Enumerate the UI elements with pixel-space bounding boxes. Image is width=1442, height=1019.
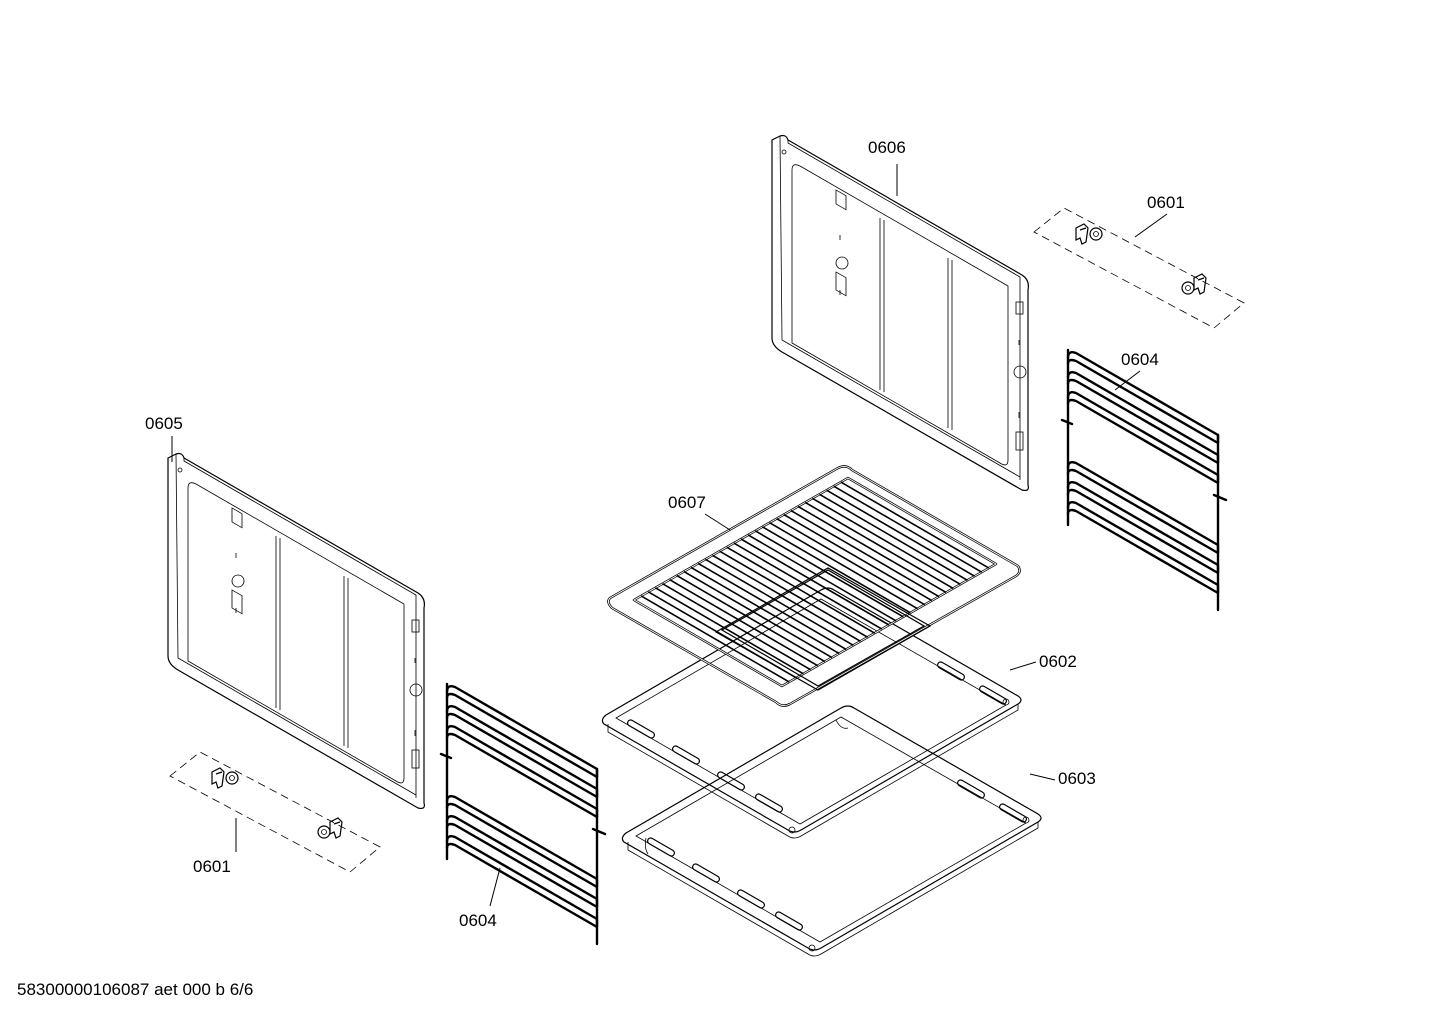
shelf-bar (747, 534, 897, 622)
baking-tray (601, 587, 1022, 839)
shelf-bar (769, 522, 918, 610)
shelf-bar (811, 497, 961, 586)
shelf-bar (690, 566, 840, 655)
label-clips-left: 0601 (193, 857, 231, 876)
rack-rails-right (1060, 348, 1228, 612)
shelf-bar (754, 530, 904, 618)
label-wire-shelf: 0607 (668, 493, 706, 512)
shelf-bar (804, 501, 954, 590)
document-footer: 58300000106087 aet 000 b 6/6 (17, 980, 254, 999)
shelf-bar (776, 517, 926, 606)
shelf-bar (726, 546, 876, 634)
shelf-bar (704, 558, 854, 647)
shelf-bar (654, 587, 804, 675)
label-baking-tray: 0602 (1039, 652, 1077, 671)
label-rack-rails-left: 0604 (459, 911, 497, 930)
clips-left (169, 751, 381, 873)
side-wall-right (771, 134, 1030, 492)
shelf-bar (797, 505, 947, 594)
shelf-bar (740, 538, 890, 626)
label-side-wall-left: 0605 (145, 414, 183, 433)
label-universal-pan: 0603 (1058, 769, 1096, 788)
shelf-bar (719, 550, 869, 638)
wire-shelf (607, 465, 1021, 707)
label-side-wall-right: 0606 (868, 138, 906, 157)
shelf-bar (833, 485, 983, 573)
callout-labels: 0606 0601 0604 0605 0607 0602 0603 0601 … (145, 138, 1185, 930)
shelf-bar (697, 562, 847, 651)
shelf-bars (640, 481, 990, 683)
shelf-bar (683, 570, 833, 659)
shelf-bar (783, 513, 933, 602)
shelf-bar (790, 509, 940, 598)
shelf-bar (676, 574, 826, 663)
shelf-bar (840, 481, 990, 569)
leader-lines (171, 164, 1168, 907)
shelf-bar (819, 493, 968, 581)
label-rack-rails-right: 0604 (1121, 350, 1159, 369)
shelf-bar (669, 578, 819, 667)
shelf-bar (640, 595, 790, 683)
shelf-bar (761, 526, 911, 614)
rack-rails-left (439, 682, 607, 946)
label-clips-right: 0601 (1147, 193, 1185, 212)
shelf-bar (662, 583, 811, 671)
clips-right (1033, 207, 1245, 329)
shelf-bar (826, 489, 976, 577)
shelf-bar (712, 554, 861, 642)
shelf-bar (733, 542, 883, 630)
universal-pan (621, 705, 1042, 957)
